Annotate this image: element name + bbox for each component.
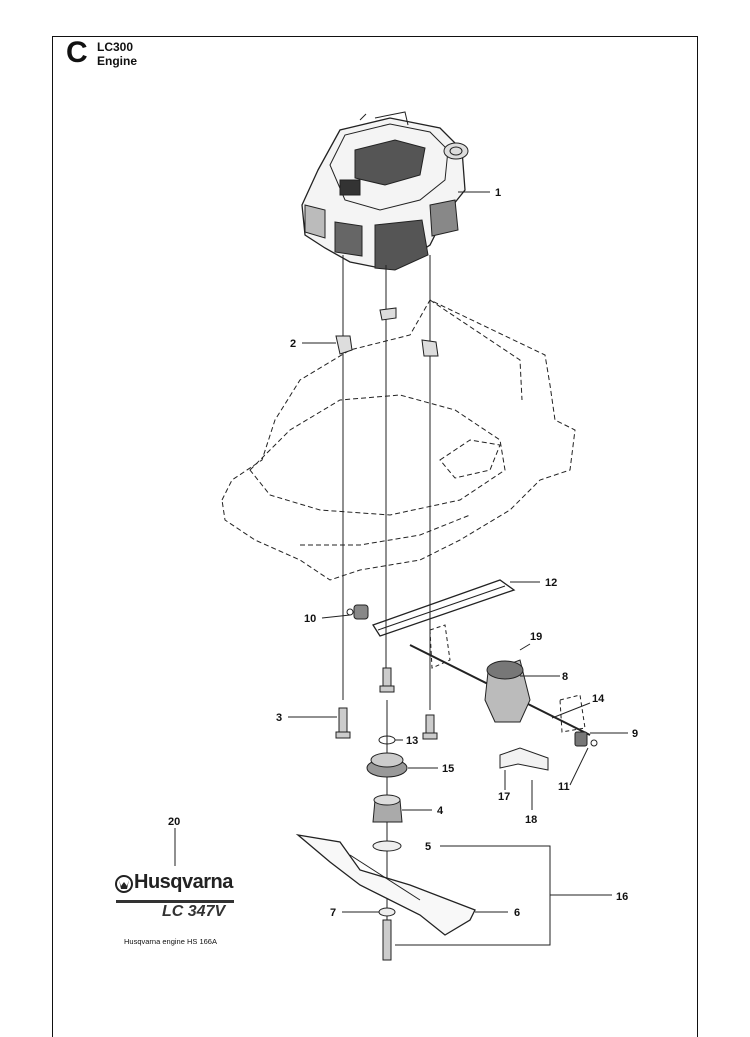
callout-20: 20 (168, 816, 180, 828)
engine-footnote: Husqvarna engine HS 166A (124, 937, 217, 946)
callout-13: 13 (406, 735, 418, 747)
brand-name-wrap: Husqvarna (134, 871, 264, 894)
diagram-frame (52, 36, 698, 1037)
callout-12: 12 (545, 577, 557, 589)
callout-2: 2 (290, 338, 296, 350)
section-title: Engine (97, 54, 138, 68)
model-code: LC300 (97, 40, 134, 54)
brand-divider (116, 900, 234, 903)
callout-7: 7 (330, 907, 336, 919)
callout-1: 1 (495, 187, 501, 199)
brand-name: Husqvarna (134, 871, 233, 893)
callout-10: 10 (304, 613, 316, 625)
callout-3: 3 (276, 712, 282, 724)
callout-16: 16 (616, 891, 628, 903)
mower-deck-outline (221, 299, 576, 581)
callout-11: 11 (558, 781, 570, 793)
callout-numbers: 1 2 3 4 5 6 7 8 9 10 11 12 13 14 15 16 1… (168, 187, 638, 919)
callout-6: 6 (514, 907, 520, 919)
callout-5: 5 (425, 841, 431, 853)
husqvarna-crown-logo (115, 875, 133, 893)
engine-drawing (301, 111, 469, 271)
bolt-parts (335, 667, 438, 961)
callout-9: 9 (632, 728, 638, 740)
callout-18: 18 (525, 814, 537, 826)
callout-15: 15 (442, 763, 454, 775)
callout-8: 8 (562, 671, 568, 683)
section-letter: C (66, 36, 88, 69)
callout-19: 19 (530, 631, 542, 643)
callout-4: 4 (437, 805, 444, 817)
brand-model: LC 347V (162, 903, 226, 920)
callout-14: 14 (592, 693, 605, 705)
callout-17: 17 (498, 791, 510, 803)
